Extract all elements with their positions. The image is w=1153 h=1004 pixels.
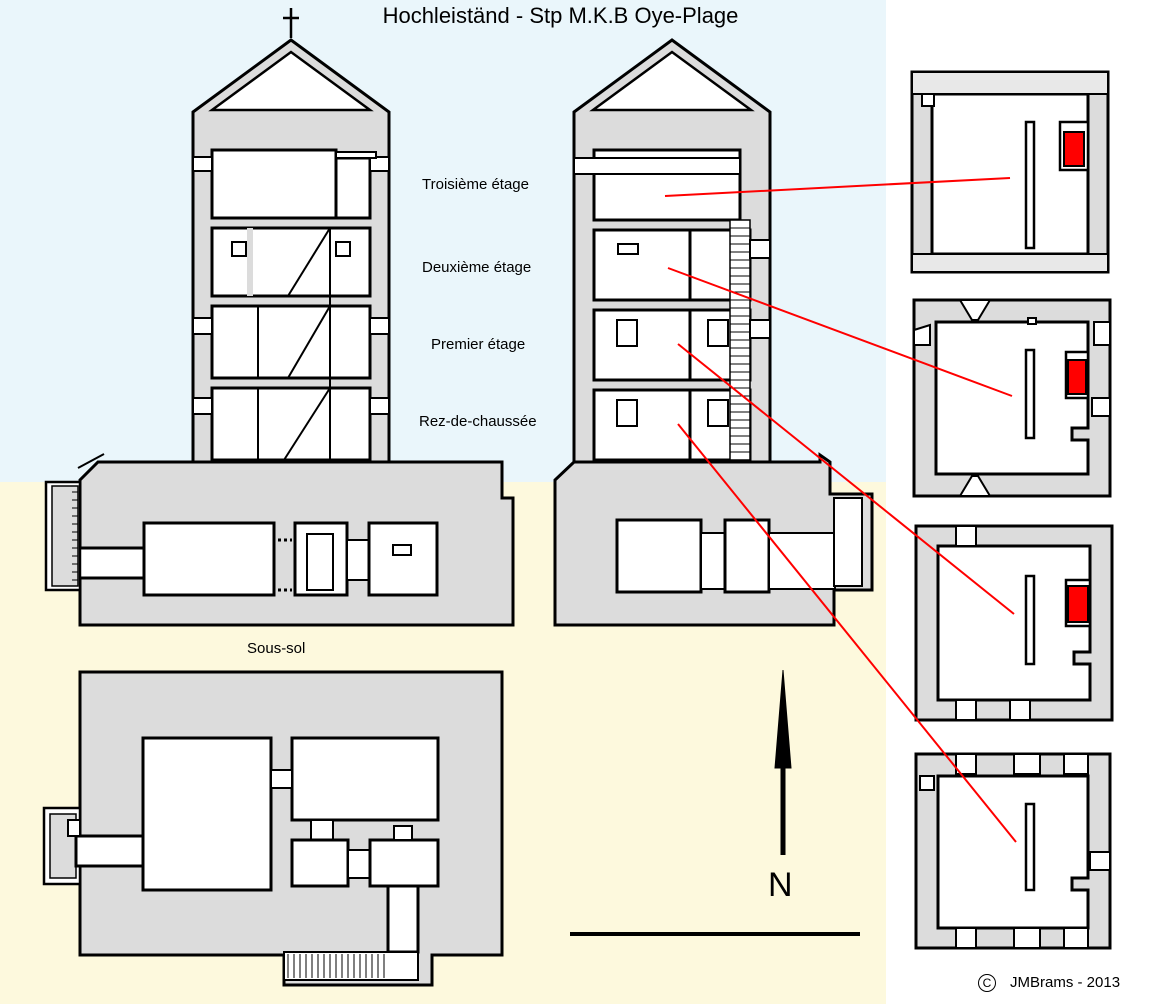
basement-plan bbox=[42, 670, 504, 987]
floor-label-first: Premier étage bbox=[431, 336, 526, 353]
north-arrow-icon bbox=[774, 669, 792, 855]
copyright-icon: C bbox=[978, 974, 996, 992]
left-section-view bbox=[44, 8, 515, 627]
floor-plan-ground bbox=[914, 752, 1112, 950]
floor-label-third: Troisième étage bbox=[422, 176, 529, 193]
floor-label-ground: Rez-de-chaussée bbox=[419, 413, 537, 430]
floor-plan-third bbox=[910, 70, 1110, 274]
copyright-credit: C JMBrams - 2013 bbox=[978, 974, 1120, 992]
leader-lines bbox=[664, 177, 1017, 843]
basement-label: Sous-sol bbox=[247, 640, 306, 657]
right-section-view bbox=[553, 38, 874, 627]
credit-text: JMBrams - 2013 bbox=[1010, 974, 1121, 991]
north-label: N bbox=[768, 866, 793, 904]
floor-plan-second bbox=[912, 298, 1112, 498]
floor-label-second: Deuxième étage bbox=[422, 259, 532, 276]
floor-plan-first bbox=[914, 524, 1114, 722]
diagram-title: Hochleiständ - Stp M.K.B Oye-Plage bbox=[382, 3, 739, 28]
